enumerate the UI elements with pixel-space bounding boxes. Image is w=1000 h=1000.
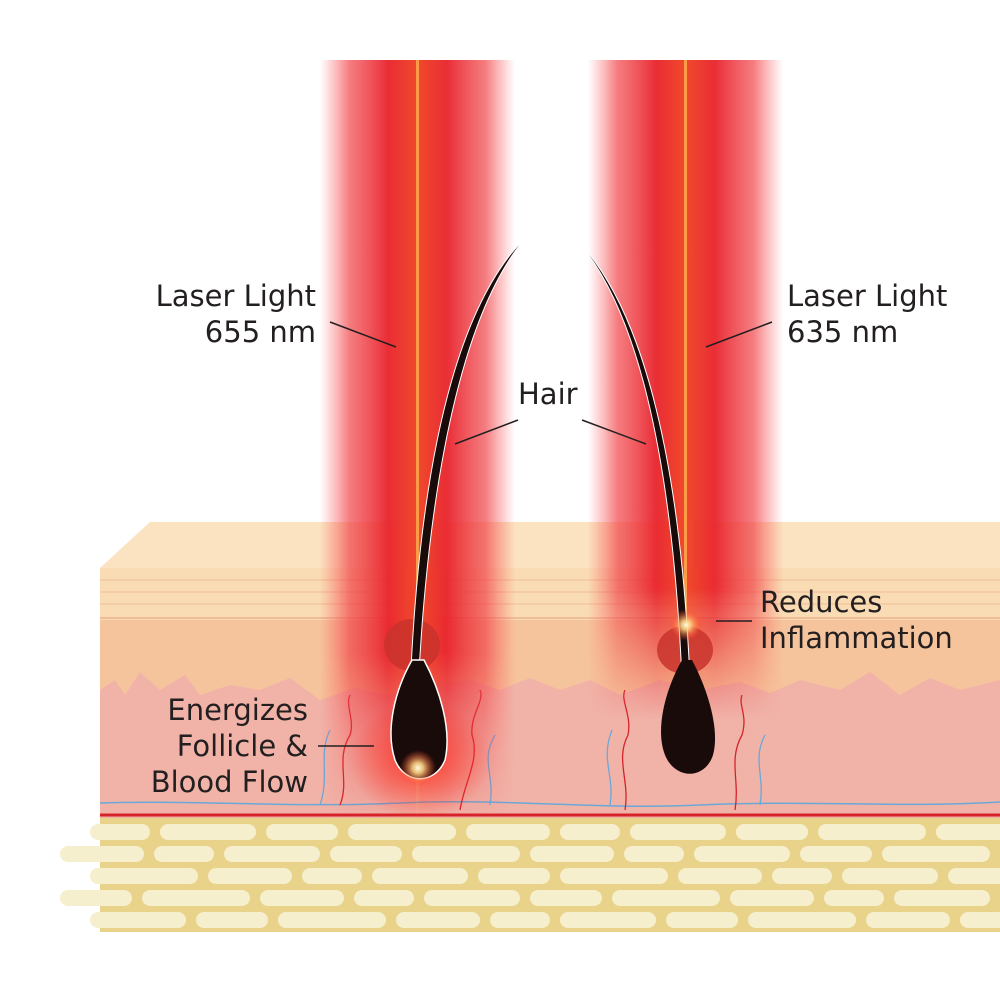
fat-cell bbox=[748, 912, 856, 928]
fat-cell bbox=[330, 846, 402, 862]
fat-cell bbox=[866, 912, 950, 928]
fat-cell bbox=[960, 912, 1000, 928]
fat-cell bbox=[560, 912, 656, 928]
fat-cell bbox=[260, 890, 344, 906]
label-line: Energizes bbox=[167, 693, 308, 727]
fat-cell bbox=[196, 912, 268, 928]
fat-cell bbox=[90, 824, 150, 840]
fat-cell bbox=[818, 824, 926, 840]
stratum-layer bbox=[100, 568, 1000, 622]
fat-cell bbox=[412, 846, 520, 862]
fat-cell bbox=[372, 868, 468, 884]
fat-cell bbox=[60, 890, 132, 906]
label-laser-655: Laser Light 655 nm bbox=[156, 278, 316, 350]
fat-cell bbox=[160, 824, 256, 840]
label-line: Laser Light bbox=[155, 279, 316, 313]
label-energizes-follicle: Energizes Follicle & Blood Flow bbox=[151, 692, 308, 800]
fat-cell bbox=[478, 868, 550, 884]
fat-cell bbox=[142, 890, 250, 906]
fat-cell bbox=[396, 912, 480, 928]
fat-cell bbox=[90, 868, 198, 884]
fat-cell bbox=[772, 868, 832, 884]
fat-cell bbox=[936, 824, 1000, 840]
label-line: Inflammation bbox=[760, 621, 953, 655]
hair-right bbox=[571, 234, 716, 774]
label-laser-635: Laser Light 635 nm bbox=[787, 278, 947, 350]
fat-cell bbox=[490, 912, 550, 928]
fat-cell bbox=[624, 846, 684, 862]
fat-cell bbox=[678, 868, 762, 884]
fat-cell bbox=[630, 824, 726, 840]
glow-follicle bbox=[400, 750, 436, 786]
fat-cell bbox=[694, 846, 790, 862]
fat-cell bbox=[224, 846, 320, 862]
leader-lines bbox=[318, 321, 773, 747]
label-reduces-inflammation: Reduces Inflammation bbox=[760, 584, 953, 656]
fat-cell bbox=[882, 846, 990, 862]
fat-cell bbox=[208, 868, 292, 884]
fat-cell bbox=[666, 912, 738, 928]
stratum-lines bbox=[100, 579, 1000, 619]
fat-cell bbox=[560, 824, 620, 840]
fat-cell bbox=[530, 890, 602, 906]
fat-cell bbox=[948, 868, 1000, 884]
fat-cells bbox=[60, 824, 1000, 928]
fat-cell bbox=[354, 890, 414, 906]
fat-cell bbox=[466, 824, 550, 840]
fat-cell bbox=[302, 868, 362, 884]
label-line: 635 nm bbox=[787, 315, 899, 349]
glow-inflammation bbox=[670, 609, 702, 641]
fat-cell bbox=[278, 912, 386, 928]
fat-cell bbox=[154, 846, 214, 862]
label-line: Blood Flow bbox=[150, 765, 308, 799]
label-line: Reduces bbox=[760, 585, 883, 619]
label-line: Laser Light bbox=[787, 279, 948, 313]
label-hair: Hair bbox=[518, 377, 578, 411]
fat-cell bbox=[348, 824, 456, 840]
fat-cell bbox=[824, 890, 884, 906]
skin-surface bbox=[100, 522, 1000, 568]
fat-cell bbox=[266, 824, 338, 840]
fat-cell bbox=[730, 890, 814, 906]
label-line: Follicle & bbox=[176, 729, 308, 763]
fat-cell bbox=[60, 846, 144, 862]
fat-cell bbox=[842, 868, 938, 884]
fat-cell bbox=[800, 846, 872, 862]
fat-cell bbox=[612, 890, 720, 906]
label-line: 655 nm bbox=[204, 315, 316, 349]
fat-cell bbox=[90, 912, 186, 928]
fat-cell bbox=[736, 824, 808, 840]
fat-cell bbox=[560, 868, 668, 884]
fat-cell bbox=[530, 846, 614, 862]
vein bbox=[99, 801, 1000, 807]
fat-cell bbox=[424, 890, 520, 906]
fat-cell bbox=[894, 890, 990, 906]
